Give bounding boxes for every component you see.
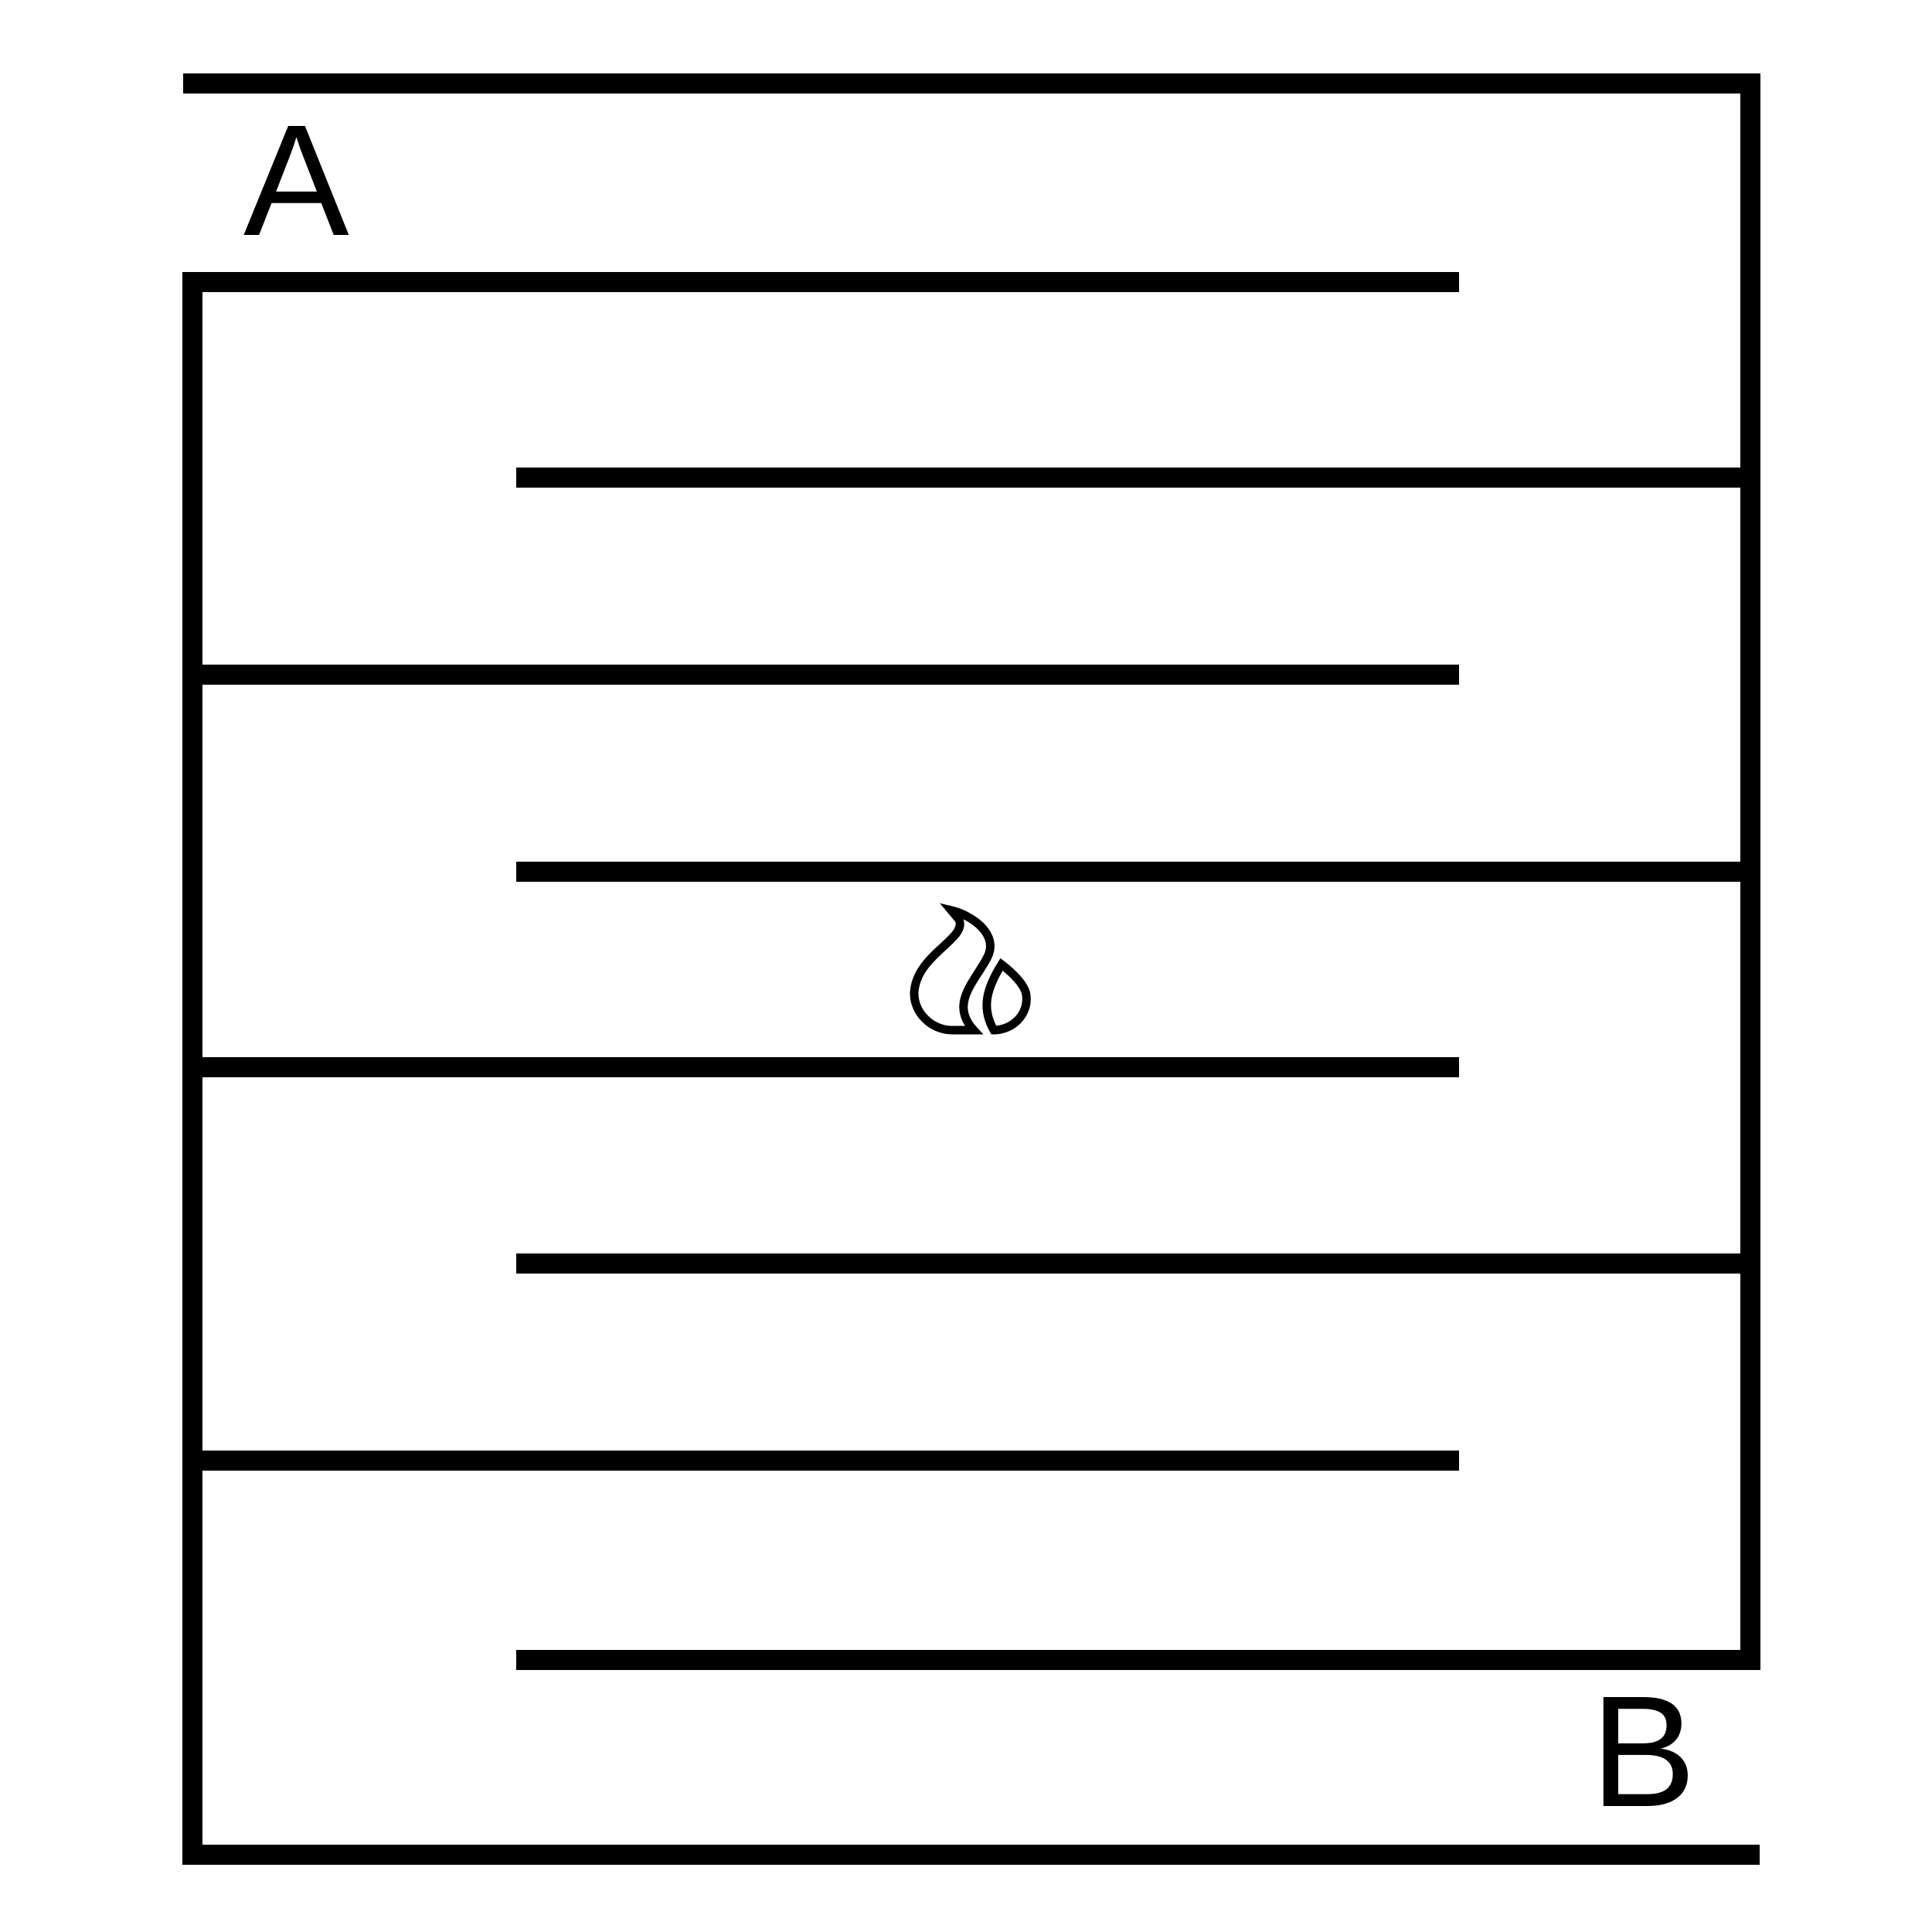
start-label: A [243,92,349,269]
fire-icon [910,903,1031,1035]
maze-walls [182,73,1760,1865]
end-label: B [1590,1663,1696,1840]
